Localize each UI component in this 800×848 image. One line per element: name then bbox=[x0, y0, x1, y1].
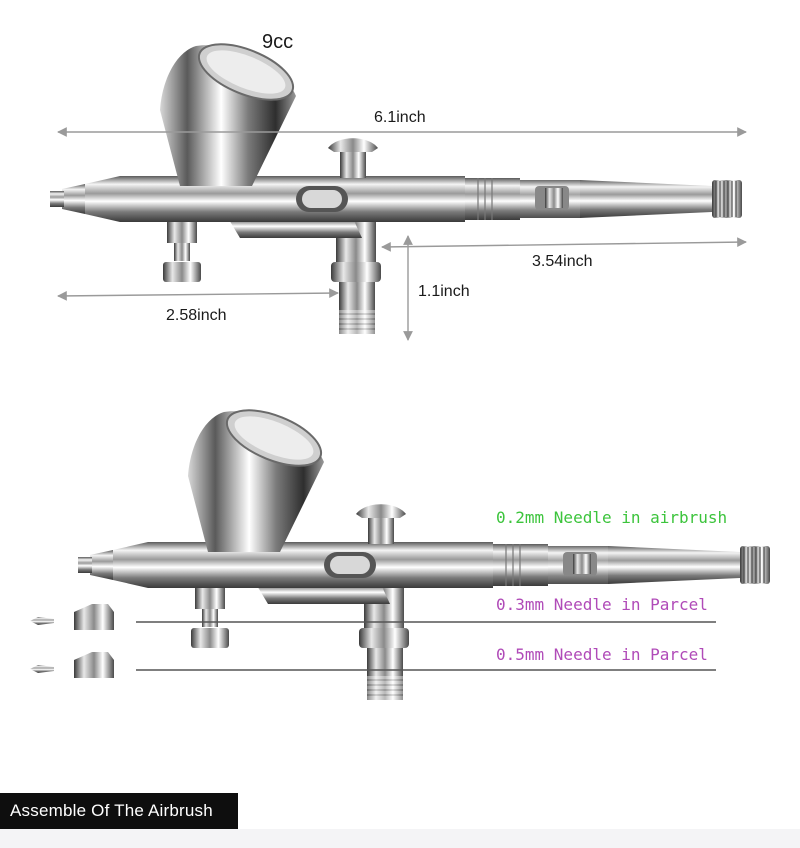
dim-arrow-front bbox=[57, 288, 339, 301]
caption-text: Assemble Of The Airbrush bbox=[10, 801, 213, 820]
front-length-label: 2.58inch bbox=[166, 307, 227, 324]
cup-capacity-label: 9cc bbox=[262, 31, 294, 53]
caption-banner: Assemble Of The Airbrush bbox=[0, 793, 238, 829]
total-length-label: 6.1inch bbox=[374, 109, 426, 126]
rear-length-label: 3.54inch bbox=[532, 253, 593, 270]
needle-02-label: 0.2mm Needle in airbrush bbox=[496, 508, 728, 527]
airbrush-drawing-top bbox=[49, 31, 743, 336]
needle-03-label: 0.3mm Needle in Parcel bbox=[496, 595, 708, 614]
needle-05-label: 0.5mm Needle in Parcel bbox=[496, 645, 708, 664]
dim-arrow-rear bbox=[381, 237, 747, 252]
spare-tip-2 bbox=[30, 652, 114, 678]
height-label: 1.1inch bbox=[418, 283, 470, 300]
spare-tip-1 bbox=[30, 604, 114, 630]
bottom-strip bbox=[0, 829, 800, 848]
